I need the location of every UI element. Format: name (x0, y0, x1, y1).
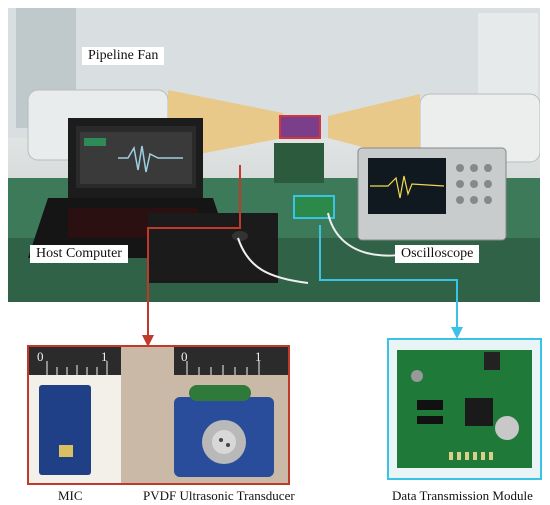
main-photo (8, 8, 540, 302)
red-arrow-head (142, 335, 154, 347)
dtm-caption: Data Transmission Module (392, 488, 533, 503)
ruler-mark-0-left: 0 (37, 349, 44, 364)
cyan-connector-line (319, 225, 458, 336)
module-inset-illustration (389, 340, 540, 478)
sensor-inset: 0 1 0 1 (27, 345, 290, 485)
pipeline-fan-label: Pipeline Fan (82, 47, 165, 65)
pvdf-caption: PVDF Ultrasonic Transducer (143, 488, 295, 503)
sensor-inset-illustration (29, 347, 288, 483)
module-inset (387, 338, 542, 480)
ruler-mark-1-right: 1 (255, 349, 262, 364)
red-connector-line (147, 165, 241, 345)
ruler-mark-0-right: 0 (181, 349, 188, 364)
host-computer-label: Host Computer (30, 245, 128, 263)
mic-caption: MIC (58, 488, 83, 503)
ruler-mark-1-left: 1 (101, 349, 108, 364)
lab-setup-illustration (8, 8, 540, 302)
oscilloscope-label: Oscilloscope (395, 245, 480, 263)
cyan-arrow-head (451, 327, 463, 339)
